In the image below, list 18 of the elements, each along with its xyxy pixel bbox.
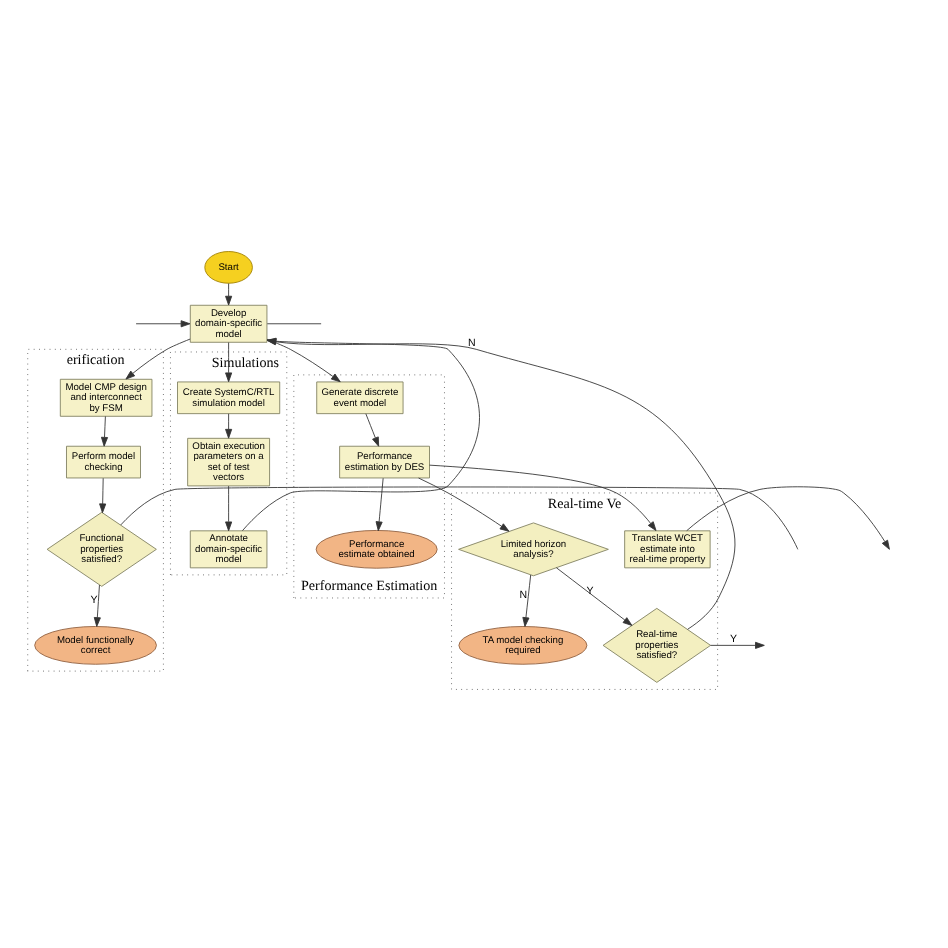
arrow [429, 464, 657, 532]
arrow [99, 477, 107, 514]
arrow [225, 413, 233, 439]
arrow [418, 477, 510, 532]
arrow [101, 416, 109, 447]
arrow [125, 338, 191, 380]
connector [266, 323, 322, 325]
arrow [710, 641, 765, 649]
arrow [225, 485, 233, 532]
arrow [225, 283, 233, 306]
arrow [686, 486, 890, 550]
arrow [365, 413, 380, 447]
connector [120, 486, 799, 550]
arrow [93, 584, 101, 627]
arrow [375, 477, 384, 532]
arrow [555, 567, 633, 626]
arrow [522, 574, 532, 627]
arrow [135, 320, 191, 328]
